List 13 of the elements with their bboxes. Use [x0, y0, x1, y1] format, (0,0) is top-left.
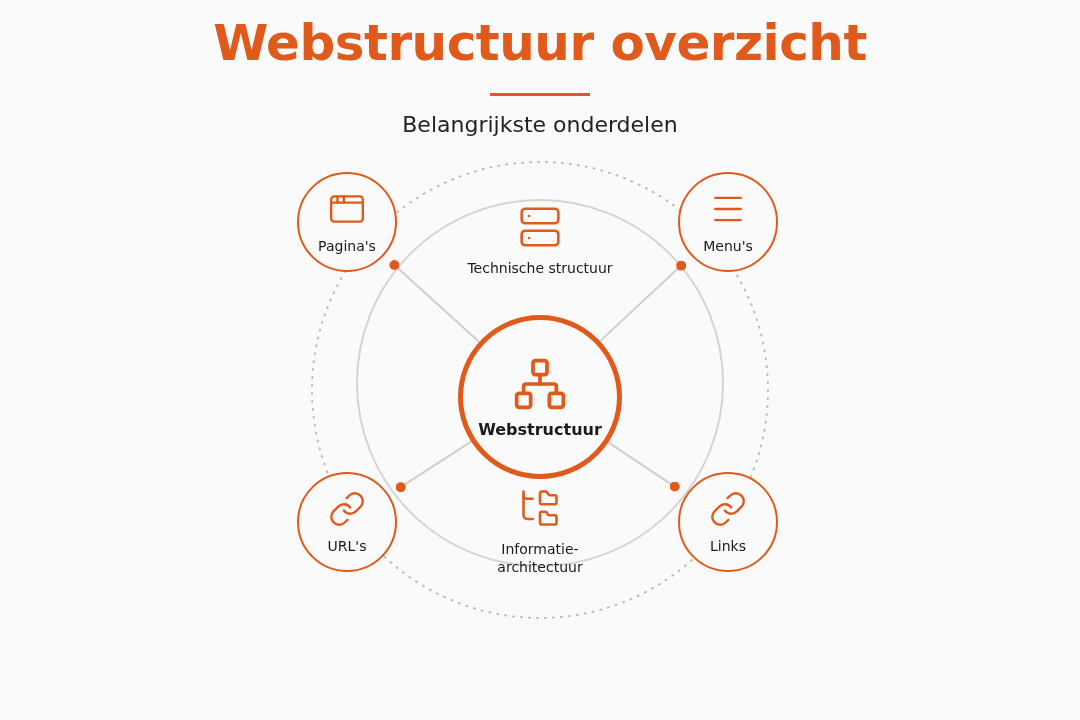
node-label: URL's — [327, 538, 367, 554]
connector-line — [599, 260, 687, 343]
subtitle: Belangrijkste onderdelen — [401, 112, 679, 137]
title: Webstructuur overzicht — [212, 14, 868, 72]
connector-line — [395, 440, 473, 493]
connector-line — [607, 441, 680, 492]
node-label: Links — [710, 538, 746, 554]
node-label: Pagina's — [318, 238, 376, 254]
node-label: Webstructuur — [478, 419, 602, 439]
section-label: Technische structuur — [467, 259, 613, 278]
section-label: Informatie-architectuur — [496, 540, 584, 577]
node-label: Menu's — [703, 238, 753, 254]
connector-line — [389, 260, 481, 343]
